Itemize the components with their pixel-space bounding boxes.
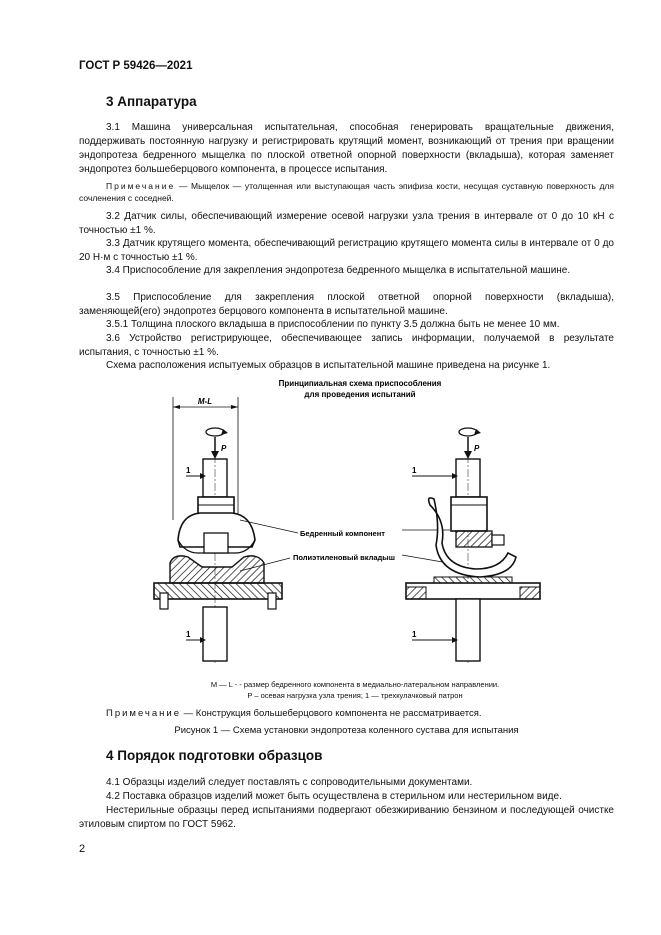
figure-title-line2: для проведения испытаний xyxy=(304,390,415,399)
paragraph-4-1: 4.1 Образцы изделий следует поставлять с… xyxy=(106,777,473,788)
label-polyethylene-insert: Полиэтиленовый вкладыш xyxy=(293,553,395,562)
label-femoral-component: Бедренный компонент xyxy=(300,529,385,538)
note-1-label: Примечание xyxy=(106,181,176,191)
chuck-label-bottom-side: 1 xyxy=(412,630,417,639)
paragraph-3-5-1: 3.5.1 Толщина плоского вкладыша в приспо… xyxy=(106,319,560,330)
paragraph-4-2: 4.2 Поставка образцов изделий может быть… xyxy=(106,791,562,802)
lower-shaft-side xyxy=(455,598,481,662)
paragraph-3-1: 3.1 Машина универсальная испытательная, … xyxy=(79,122,614,175)
note-2-label: Примечание xyxy=(106,708,181,719)
section-3-title: 3 Аппаратура xyxy=(106,94,197,109)
document-header: ГОСТ Р 59426—2021 xyxy=(79,60,193,72)
paragraph-3-2: 3.2 Датчик силы, обеспечивающий измерени… xyxy=(79,211,614,236)
load-label: P xyxy=(221,444,227,453)
note-1-text: — Мыщелок — утолщенная или выступающая ч… xyxy=(79,181,614,203)
paragraph-3-6: 3.6 Устройство регистрирующее, обеспечив… xyxy=(79,333,614,358)
page-number: 2 xyxy=(79,843,86,855)
paragraph-4-3: Нестерильные образцы перед испытаниями п… xyxy=(79,805,614,830)
section-4-title: 4 Порядок подготовки образцов xyxy=(106,748,323,763)
paragraph-3-4: 3.4 Приспособление для закрепления эндоп… xyxy=(106,265,571,276)
note-2: Примечание — Конструкция большеберцового… xyxy=(106,708,482,719)
figure-1-diagram: Принципиальная схема приспособления для … xyxy=(153,379,541,665)
chuck-label-top: 1 xyxy=(186,466,191,475)
paragraph-scheme: Схема расположения испытуемых образцов в… xyxy=(106,360,551,371)
chuck-label-bottom: 1 xyxy=(186,630,191,639)
lower-shaft xyxy=(202,606,228,662)
insert-holder xyxy=(169,555,265,584)
note-2-text: — Конструкция большеберцового компонента… xyxy=(181,708,482,719)
upper-shaft xyxy=(202,458,228,498)
load-label-side: P xyxy=(474,444,480,453)
figure-title-line1: Принципиальная схема приспособления xyxy=(279,379,442,388)
figure-legend-line1: M — L - - размер бедренного компонента в… xyxy=(210,680,500,689)
paragraph-3-3: 3.3 Датчик крутящего момента, обеспечива… xyxy=(79,238,614,263)
femoral-component xyxy=(177,512,256,548)
base-plate xyxy=(153,582,283,600)
note-1: Примечание — Мыщелок — утолщенная или вы… xyxy=(79,180,614,204)
femoral-component-side xyxy=(427,497,517,578)
chuck-label-top-side: 1 xyxy=(412,466,417,475)
figure-caption: Рисунок 1 — Схема установки эндопротеза … xyxy=(174,725,519,736)
paragraph-3-5: 3.5 Приспособление для закрепления плоск… xyxy=(79,292,614,317)
figure-legend-line2: P – осевая нагрузка узла трения; 1 — тре… xyxy=(247,691,463,700)
front-view: M-L P 1 1 xyxy=(153,397,283,665)
chuck-body-side xyxy=(450,496,488,532)
dimension-label: M-L xyxy=(198,397,212,406)
upper-shaft-side xyxy=(455,458,481,498)
side-view: P 1 1 xyxy=(405,427,541,665)
